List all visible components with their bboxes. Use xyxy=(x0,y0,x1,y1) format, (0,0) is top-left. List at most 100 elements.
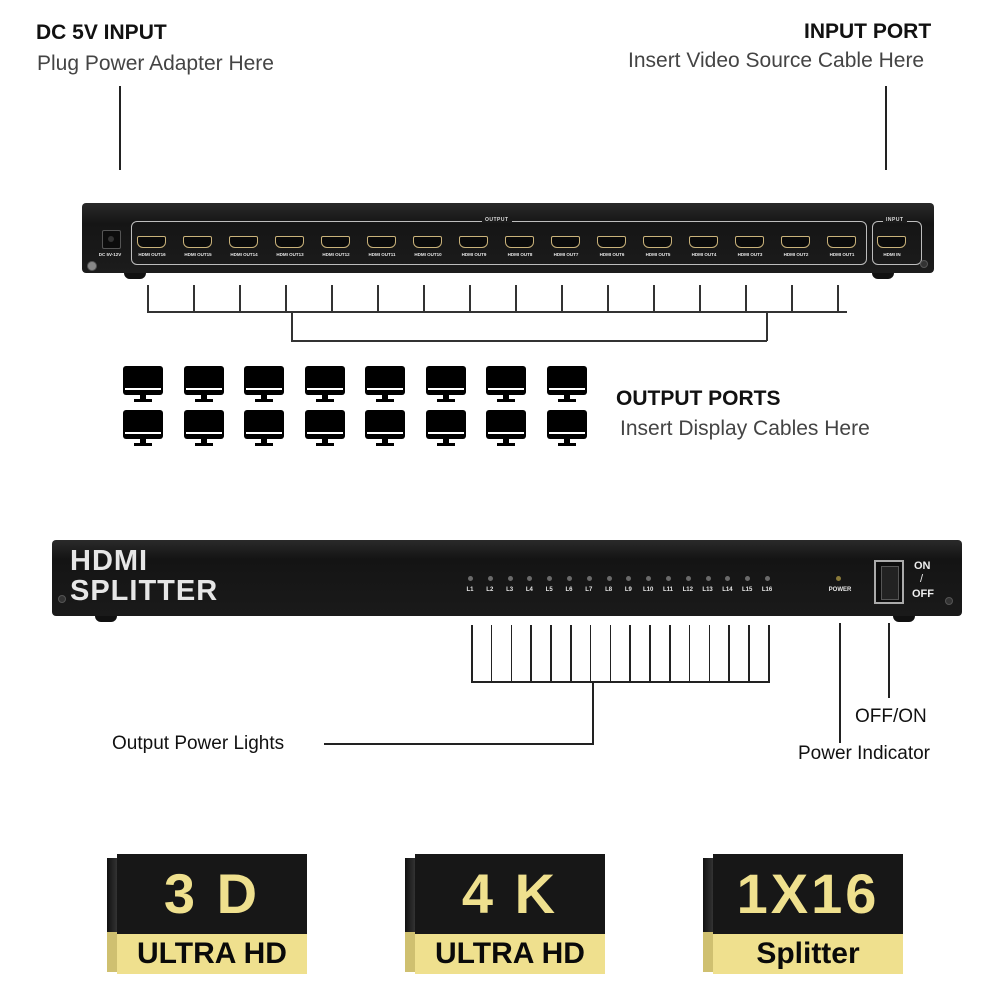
badge-big-text: 4 K xyxy=(461,862,559,925)
led-label: L2 xyxy=(486,587,494,593)
hdmi-out-port[interactable] xyxy=(321,236,350,248)
badge-big-text: 3 D xyxy=(163,862,261,925)
hdmi-in-port[interactable] xyxy=(877,236,906,248)
led-label: L12 xyxy=(682,587,693,593)
switch-on-label: ON xyxy=(914,560,931,572)
led-label: L5 xyxy=(545,587,553,593)
hdmi-out-port[interactable] xyxy=(367,236,396,248)
hdmi-out-port[interactable] xyxy=(413,236,442,248)
monitor-icon xyxy=(244,366,284,404)
bracket-line xyxy=(791,285,793,312)
input-frame-label: INPUT xyxy=(883,217,907,223)
hdmi-out-port[interactable] xyxy=(597,236,626,248)
bracket-line xyxy=(515,285,517,312)
led-label: L13 xyxy=(702,587,713,593)
off-on-label: OFF/ON xyxy=(855,706,927,727)
output-frame-label: OUTPUT xyxy=(482,217,512,223)
brand-line-1: HDMI xyxy=(70,545,149,577)
hdmi-in-label: HDMI IN xyxy=(883,252,901,257)
power-led xyxy=(836,576,841,581)
hdmi-out-port[interactable] xyxy=(551,236,580,248)
badge-small-text: ULTRA HD xyxy=(435,937,585,970)
output-led xyxy=(586,576,592,581)
output-ports-title: OUTPUT PORTS xyxy=(616,387,781,410)
output-power-lights-label: Output Power Lights xyxy=(112,733,285,754)
bracket-line xyxy=(688,625,691,682)
hdmi-out-port[interactable] xyxy=(643,236,672,248)
bracket-line xyxy=(589,625,592,682)
hdmi-out-port[interactable] xyxy=(505,236,534,248)
bracket-line xyxy=(510,625,513,682)
monitor-icon xyxy=(425,410,466,448)
hdmi-out-label: HDMI OUT16 xyxy=(138,252,166,257)
hdmi-out-label: HDMI OUT2 xyxy=(783,252,809,257)
bracket-line xyxy=(609,625,612,682)
screw-icon xyxy=(58,595,66,603)
hdmi-out-port[interactable] xyxy=(459,236,488,248)
bracket-line xyxy=(745,285,747,312)
bracket-line xyxy=(285,285,287,312)
output-led xyxy=(745,576,751,581)
led-label: L9 xyxy=(624,587,632,593)
output-frame: OUTPUT xyxy=(131,217,867,265)
output-led xyxy=(487,576,493,581)
hdmi-out-port[interactable] xyxy=(137,236,166,248)
output-led xyxy=(725,576,731,581)
hdmi-out-port[interactable] xyxy=(183,236,212,248)
monitor-icon xyxy=(425,366,466,404)
output-led xyxy=(507,576,513,581)
power-switch[interactable] xyxy=(874,560,904,604)
led-label: L1 xyxy=(466,587,474,593)
rubber-foot xyxy=(893,616,915,622)
bracket-line xyxy=(193,285,195,312)
badge-4k: 4 K ULTRA HD xyxy=(405,854,605,976)
output-led xyxy=(527,576,533,581)
hdmi-out-port[interactable] xyxy=(735,236,764,248)
hdmi-out-label: HDMI OUT12 xyxy=(322,252,350,257)
screw-icon xyxy=(945,597,953,605)
bracket-line xyxy=(649,625,651,682)
input-frame: INPUT xyxy=(872,217,922,265)
rubber-foot xyxy=(124,273,146,279)
bracket-line xyxy=(708,625,711,682)
hdmi-out-port[interactable] xyxy=(689,236,718,248)
output-led xyxy=(626,576,632,581)
power-label: POWER xyxy=(828,587,852,593)
rubber-foot xyxy=(872,273,894,279)
output-led xyxy=(705,576,711,581)
hdmi-out-label: HDMI OUT9 xyxy=(461,252,487,257)
bracket-line xyxy=(147,311,847,313)
dc-power-jack[interactable] xyxy=(102,230,121,249)
bracket-line xyxy=(147,285,149,312)
input-port-title: INPUT PORT xyxy=(804,20,932,43)
led-label: L10 xyxy=(643,587,654,593)
hdmi-out-label: HDMI OUT3 xyxy=(737,252,763,257)
bracket-line xyxy=(669,625,671,682)
output-led xyxy=(685,576,691,581)
bracket-line xyxy=(766,311,768,341)
monitor-icon xyxy=(486,410,526,448)
hdmi-out-port[interactable] xyxy=(781,236,810,248)
power-indicator-label: Power Indicator xyxy=(798,743,931,764)
badge-small-text: Splitter xyxy=(756,937,860,970)
output-led xyxy=(567,576,572,581)
bracket-line xyxy=(469,285,471,312)
hdmi-out-label: HDMI OUT11 xyxy=(368,252,396,257)
hdmi-out-port[interactable] xyxy=(229,236,258,248)
hdmi-out-label: HDMI OUT6 xyxy=(599,252,625,257)
power-indicator-leader-line xyxy=(839,623,841,743)
output-led xyxy=(547,576,553,581)
monitor-icon xyxy=(123,366,163,404)
bracket-line xyxy=(570,625,572,682)
dc-input-subtitle: Plug Power Adapter Here xyxy=(37,52,274,75)
led-label: L8 xyxy=(605,587,613,593)
input-port-subtitle: Insert Video Source Cable Here xyxy=(628,49,925,72)
hdmi-out-label: HDMI OUT10 xyxy=(414,252,442,257)
hdmi-out-port[interactable] xyxy=(275,236,304,248)
switch-separator: / xyxy=(920,573,924,585)
lights-leader-line xyxy=(324,743,594,745)
hdmi-out-port[interactable] xyxy=(827,236,856,248)
screw-icon xyxy=(87,261,97,271)
